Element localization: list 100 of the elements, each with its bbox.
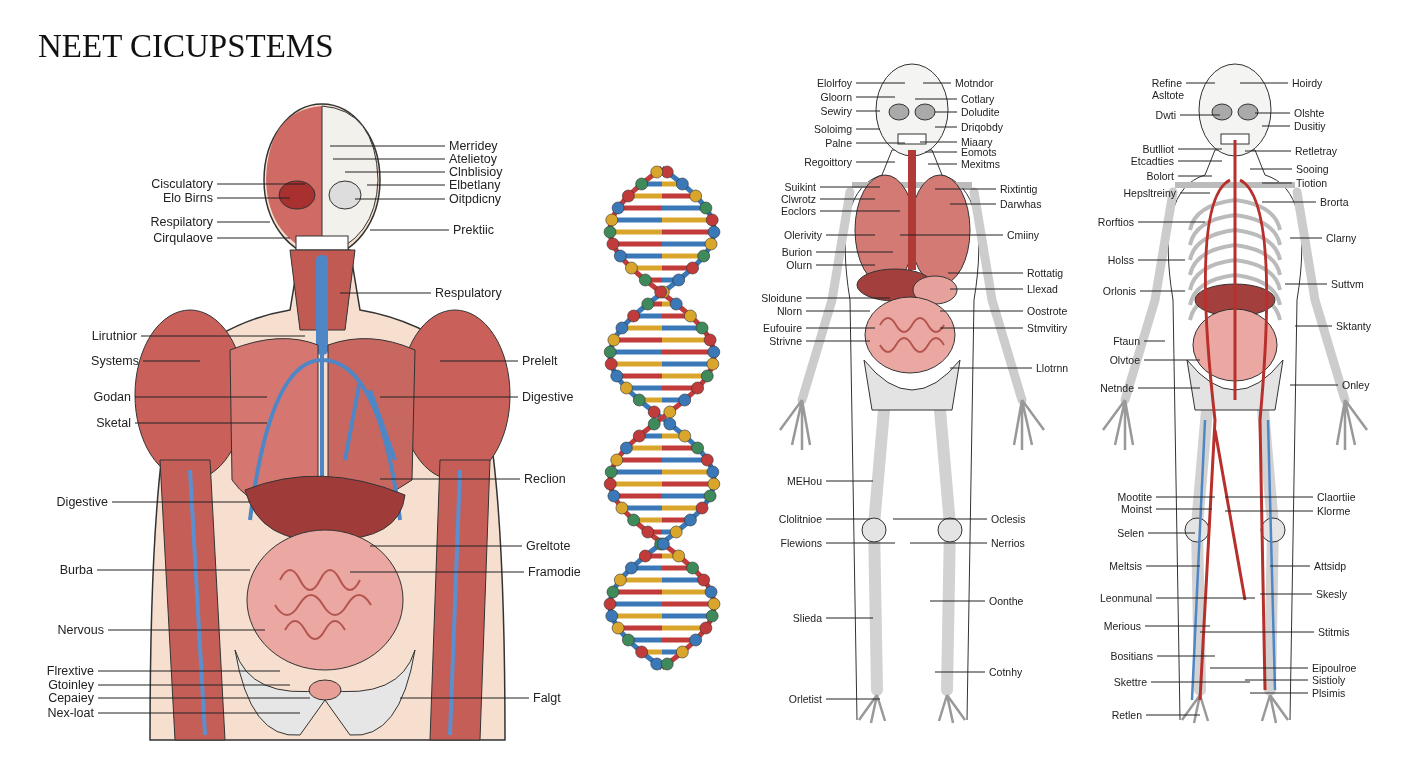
part-label: Greltote [526,539,571,553]
part-label: Cirqulaove [153,231,213,245]
part-label: Orlonis [1102,285,1136,297]
leader-line [1177,175,1213,177]
part-label: Palne [825,137,852,149]
part-label: Soloimg [814,123,852,135]
part-label: Merridey [449,139,498,153]
part-label: Netnde [1100,382,1134,394]
leader-line [919,141,958,143]
leader-line [1269,565,1311,567]
part-label: Holss [1107,254,1134,266]
leader-line [934,671,986,673]
leader-line [349,571,525,573]
leader-line [819,186,881,188]
part-label: Bositians [1110,650,1153,662]
part-label: Doludite [961,106,1000,118]
leader-line [939,327,1024,329]
part-label: Oclesis [991,513,1026,525]
part-label: Ftaun [1113,335,1140,347]
part-label: Elbetlany [449,178,501,192]
part-label: Moinst [1121,503,1152,515]
leader-line [1155,496,1216,498]
part-label: Slieda [792,612,822,624]
leader-line [1261,125,1291,127]
part-label: Eipoulroe [1312,662,1357,674]
part-label: Cmiiny [1007,229,1040,241]
part-label: Elo Birns [162,191,213,205]
part-label: Sewiry [820,105,852,117]
leader-line [1150,681,1251,683]
leader-line [1289,237,1323,239]
part-label: Tiotion [1296,177,1328,189]
part-label: Retletray [1295,145,1337,157]
leader-line [1179,192,1211,194]
part-label: Butlliot [1142,143,1174,155]
leader-line [1244,150,1292,152]
leader-line [949,367,1033,369]
leader-line [329,145,446,147]
leader-line [1137,387,1201,389]
leader-line [805,310,871,312]
part-label: Lirutnior [91,329,137,343]
leader-line [819,210,901,212]
leader-line [914,98,958,100]
leader-line [1254,112,1291,114]
leader-line [142,360,201,362]
part-label: Cisculatory [151,177,213,191]
leader-line [1143,340,1166,342]
leader-line [825,698,881,700]
leader-line [1224,496,1314,498]
part-label: Mootite [1117,491,1152,503]
leader-line [134,396,268,398]
leader-line [369,229,450,231]
leader-line [134,422,268,424]
leader-line [949,288,1024,290]
part-label: Nex-loat [47,706,94,720]
part-label: Darwhas [1000,198,1042,210]
leader-line [1147,532,1196,534]
part-label: Clnblisioy [449,165,503,179]
leader-line [140,335,306,337]
leader-line [909,542,988,544]
part-label: Olerivity [784,229,822,241]
part-label: Clolitnioe [778,513,822,525]
leader-line [1145,714,1201,716]
leader-line [366,184,446,186]
leader-line [1177,148,1223,150]
part-label: Eoclors [781,205,816,217]
leader-line [855,96,896,98]
leader-line [1294,325,1333,327]
part-label: Selen [1117,527,1144,539]
part-label: Nlorn [776,305,802,317]
part-label: Systems [91,354,139,368]
part-label: MEHou [787,475,822,487]
part-label: Digestive [522,390,574,404]
part-label: Stitmis [1318,626,1350,638]
leader-line [107,629,266,631]
leader-line [922,82,952,84]
leader-line [1179,114,1221,116]
part-label: Retlen [1111,709,1142,721]
part-label: Attsidp [1314,560,1347,572]
part-label: Oostrote [1027,305,1068,317]
part-label: Skettre [1113,676,1147,688]
part-label: Claortiie [1317,491,1356,503]
leader-line [1199,631,1315,633]
part-label: Reclion [524,472,566,486]
leader-line [1224,510,1314,512]
part-label: Leonmunal [1100,592,1152,604]
leader-line [1284,283,1328,285]
part-label: Suikint [784,181,816,193]
leader-line [1177,160,1223,162]
part-label: Olurn [786,259,812,271]
part-label: Llotrnn [1036,362,1069,374]
part-label: Strivne [769,335,802,347]
part-label: Sooing [1296,163,1329,175]
leader-line [815,264,876,266]
part-label: Prelelt [522,354,558,368]
leader-line [1261,201,1317,203]
leader-line [855,110,881,112]
part-label: Skesly [1316,588,1347,600]
part-label: Llexad [1027,283,1058,295]
part-label: Prektiic [453,223,494,237]
part-label: Nervous [57,623,104,637]
